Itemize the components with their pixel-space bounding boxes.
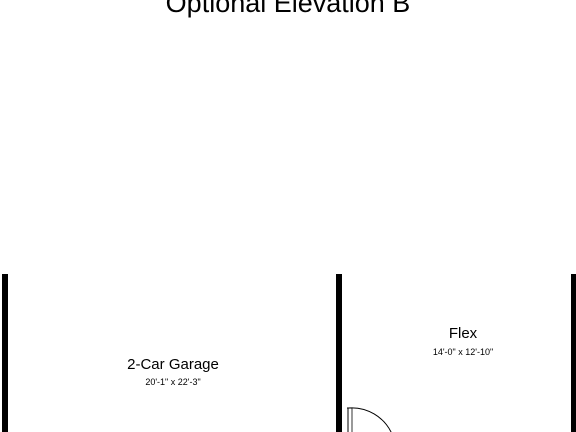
left-exterior-wall [2, 274, 8, 432]
interior-wall [336, 274, 342, 432]
door-swing-icon [347, 407, 392, 432]
room-dimensions-flex: 14'-0" x 12'-10" [432, 347, 494, 357]
right-exterior-wall [571, 274, 576, 432]
room-name-garage: 2-Car Garage [127, 356, 219, 373]
room-name-flex: Flex [448, 325, 478, 342]
room-dimensions-garage: 20'-1" x 22'-3" [145, 377, 201, 387]
page-title: Optional Elevation B [165, 0, 411, 18]
